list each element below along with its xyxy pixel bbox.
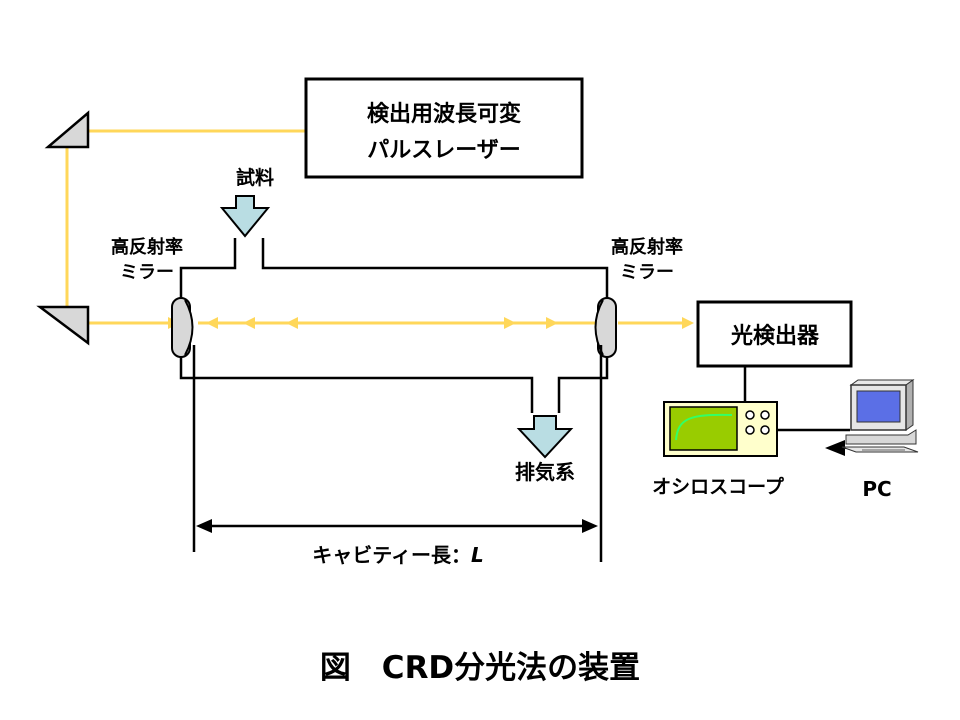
dimension-arrowhead-right — [582, 519, 598, 533]
laser-box-frame — [304, 77, 584, 179]
prism-top-icon — [44, 110, 90, 149]
laser-beam-path — [65, 129, 686, 325]
cavity-length-label: キャビティー長：L — [312, 543, 484, 567]
laser-box: 検出用波長可変 パルスレーザー — [304, 77, 584, 179]
tube-bottom-right-wall — [557, 345, 609, 413]
sample-label: 試料 — [236, 166, 274, 189]
oscilloscope-icon — [663, 401, 778, 457]
pc-input-arrowhead — [825, 440, 845, 456]
tube-top-left-wall — [179, 238, 237, 303]
photodetector-label: 光検出器 — [730, 324, 820, 349]
left-mirror-label-line1: 高反射率 — [111, 236, 183, 258]
laser-box-line1: 検出用波長可変 — [367, 101, 521, 127]
cavity-length-dimension: キャビティー長：L — [192, 345, 603, 567]
photodetector-frame — [696, 300, 853, 368]
cavity-tube — [179, 238, 609, 413]
tube-top-right-wall — [261, 238, 609, 303]
dimension-arrowhead-left — [196, 519, 212, 533]
beam-arrow-left-2 — [243, 317, 255, 329]
laser-box-line2: パルスレーザー — [367, 138, 521, 163]
pc-label: PC — [862, 477, 891, 501]
photodetector-box: 光検出器 — [696, 300, 853, 368]
beam-arrow-left-3 — [286, 317, 298, 329]
right-mirror-label-line1: 高反射率 — [611, 236, 683, 258]
beam-arrow-right-2 — [546, 317, 558, 329]
exhaust-arrow-icon — [516, 415, 574, 459]
oscilloscope-label: オシロスコープ — [652, 475, 785, 498]
left-mirror-icon — [171, 297, 194, 358]
beam-arrow-output — [682, 317, 694, 329]
tube-bottom-left-wall — [179, 345, 534, 413]
right-mirror-icon — [594, 297, 617, 358]
beam-arrow-left-1 — [206, 317, 218, 329]
beam-arrow-right-1 — [504, 317, 516, 329]
right-mirror-label-line2: ミラー — [620, 262, 674, 283]
left-mirror-label-line2: ミラー — [120, 262, 174, 283]
exhaust-label: 排気系 — [515, 460, 575, 484]
sample-inlet-arrow-icon — [219, 195, 271, 238]
prism-bottom-icon — [36, 305, 90, 346]
pc-icon — [841, 379, 919, 453]
figure-caption: 図 CRD分光法の装置 — [320, 650, 640, 686]
